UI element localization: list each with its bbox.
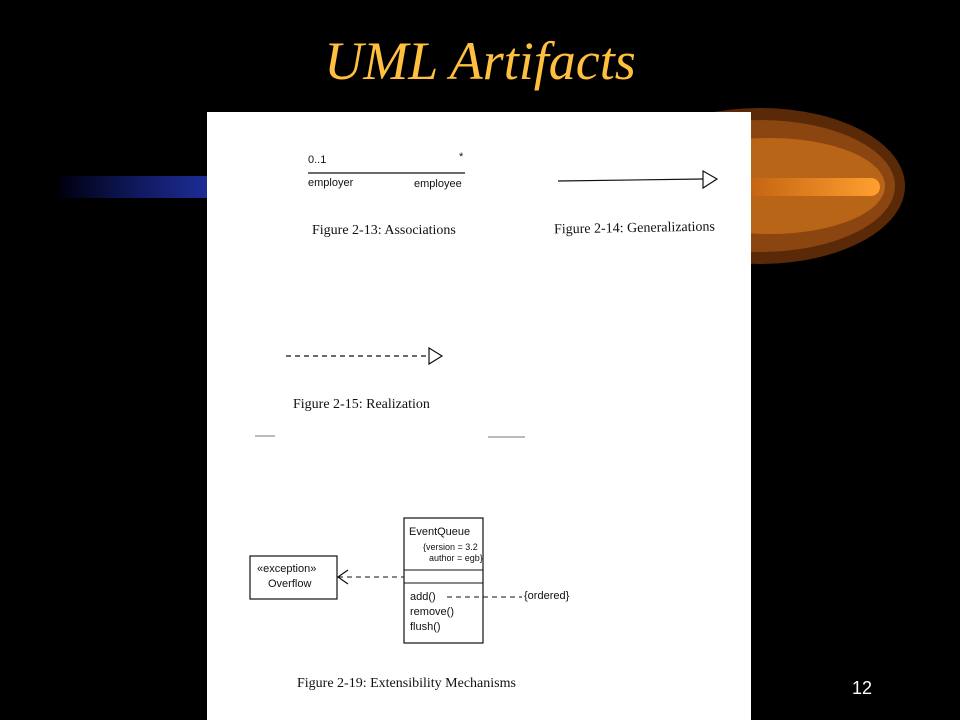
operation-remove: remove() — [410, 606, 455, 618]
exception-name: Overflow — [268, 578, 312, 590]
overflow-exception-box — [249, 555, 338, 600]
exception-stereotype: «exception» — [257, 563, 317, 575]
caption-associations: Figure 2-13: Associations — [312, 223, 456, 238]
orange-swoosh — [740, 178, 880, 196]
association-multiplicity-left: 0..1 — [308, 154, 327, 166]
slide-number: 12 — [852, 678, 873, 698]
caption-realization: Figure 2-15: Realization — [293, 397, 430, 412]
blue-swoosh — [60, 176, 220, 198]
operation-flush: flush() — [410, 621, 441, 633]
dependency-arrowhead — [336, 569, 349, 585]
association-role-left: employer — [308, 177, 354, 189]
slide-title: UML Artifacts — [324, 31, 636, 91]
class-name: EventQueue — [409, 526, 471, 538]
tagged-value-version: {version = 3.2 — [423, 542, 478, 552]
generalization-arrowhead — [702, 169, 719, 190]
association-multiplicity-right: * — [459, 151, 464, 163]
caption-generalizations: Figure 2-14: Generalizations — [553, 219, 716, 238]
uml-diagrams — [249, 169, 719, 644]
figure-panel: 0..1 * employer employee Figure 2-13: As… — [207, 112, 751, 720]
association-role-right: employee — [414, 178, 462, 190]
realization-arrowhead — [428, 346, 444, 366]
tagged-value-author: author = egb} — [429, 553, 483, 563]
generalization-line — [557, 178, 704, 182]
caption-extensibility: Figure 2-19: Extensibility Mechanisms — [297, 676, 516, 691]
eventqueue-class-box — [403, 517, 484, 644]
constraint-ordered: {ordered} — [524, 590, 570, 602]
operation-add: add() — [410, 591, 436, 603]
